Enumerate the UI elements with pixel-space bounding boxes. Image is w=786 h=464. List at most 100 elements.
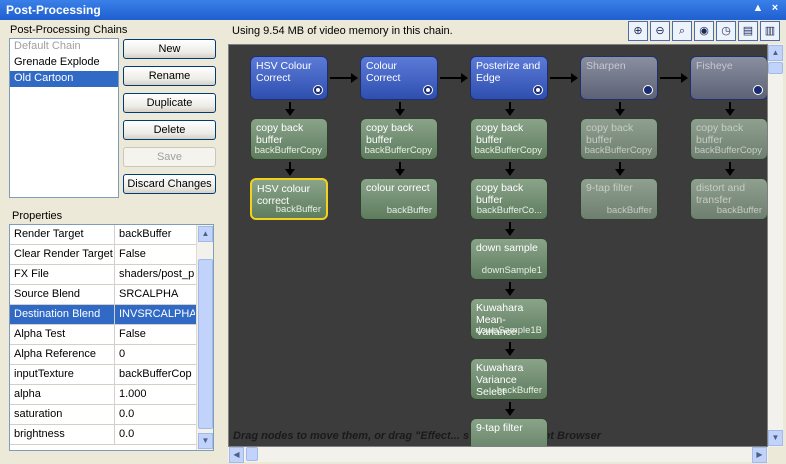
effect-node[interactable]: HSV Colour Correct (250, 56, 328, 100)
pass-node-label: distort and transfer (696, 182, 746, 206)
scroll-right-icon[interactable]: ▶ (752, 447, 767, 463)
discard-changes-button[interactable]: Discard Changes (123, 174, 216, 194)
property-value[interactable]: INVSRCALPHA (119, 308, 195, 320)
duplicate-chain-button[interactable]: Duplicate (123, 93, 216, 113)
scroll-up-icon[interactable]: ▲ (768, 45, 783, 61)
effect-node[interactable]: Colour Correct (360, 56, 438, 100)
property-value[interactable]: False (119, 248, 146, 260)
scroll-thumb[interactable] (246, 447, 258, 461)
effect-node[interactable]: Fisheye (690, 56, 767, 100)
effect-node-label: Posterize and Edge (476, 60, 541, 84)
scroll-thumb[interactable] (198, 259, 213, 429)
property-value[interactable]: backBufferCop (119, 368, 192, 380)
property-row[interactable]: Alpha Test False (10, 325, 213, 345)
chain-item[interactable]: Grenade Explode (14, 56, 100, 68)
graph-toolbar: ⊕ ⊖ ⌕ ◉ ◷ ▤ ▥ (628, 21, 780, 41)
flow-arrow (285, 102, 295, 116)
graph-canvas[interactable]: Drag nodes to move them, or drag "Effect… (228, 44, 768, 447)
scroll-up-icon[interactable]: ▲ (198, 226, 213, 242)
clock-icon[interactable]: ◷ (716, 21, 736, 41)
scroll-left-icon[interactable]: ◀ (229, 447, 244, 463)
flow-arrow (505, 282, 515, 296)
delete-chain-button[interactable]: Delete (123, 120, 216, 140)
property-value[interactable]: 0.0 (119, 428, 135, 440)
property-value[interactable]: 0 (119, 348, 126, 360)
property-row[interactable]: alpha 1.000 (10, 385, 213, 405)
panel-icon[interactable]: ▤ (738, 21, 758, 41)
zoom-fit-icon[interactable]: ⌕ (672, 21, 692, 41)
scroll-down-icon[interactable]: ▼ (198, 433, 213, 449)
close-icon[interactable]: × (771, 2, 779, 14)
property-name: Source Blend (10, 285, 115, 304)
enable-radio[interactable] (533, 85, 543, 95)
rename-chain-button[interactable]: Rename (123, 66, 216, 86)
pass-node-label: 9-tap filter (586, 182, 633, 194)
pass-node-target: backBuffer (716, 205, 762, 216)
collapse-icon[interactable]: ▲ (752, 2, 764, 14)
enable-radio[interactable] (423, 85, 433, 95)
view-icon[interactable]: ◉ (694, 21, 714, 41)
enable-radio[interactable] (313, 85, 323, 95)
save-chain-button[interactable]: Save (123, 147, 216, 167)
property-name: inputTexture (10, 365, 115, 384)
property-name: alpha (10, 385, 115, 404)
property-name: Alpha Test (10, 325, 115, 344)
property-value[interactable]: 1.000 (119, 388, 147, 400)
flow-arrow (725, 102, 735, 116)
new-chain-button[interactable]: New (123, 39, 216, 59)
property-value[interactable]: shaders/post_p (119, 268, 195, 280)
pass-node[interactable]: 9-tap filter (470, 418, 548, 446)
property-name: Alpha Reference (10, 345, 115, 364)
enable-radio[interactable] (643, 85, 653, 95)
chain-item[interactable]: Default Chain (14, 40, 81, 52)
property-row[interactable]: Alpha Reference 0 (10, 345, 213, 365)
zoom-out-icon[interactable]: ⊖ (650, 21, 670, 41)
graph-horizontal-scrollbar[interactable]: ◀ ▶ (228, 447, 768, 463)
delete-icon[interactable]: ▥ (760, 21, 780, 41)
property-value[interactable]: False (119, 328, 146, 340)
flow-arrow (615, 102, 625, 116)
property-value[interactable]: 0.0 (119, 408, 135, 420)
scroll-thumb[interactable] (768, 62, 783, 74)
effect-node[interactable]: Posterize and Edge (470, 56, 548, 100)
properties-scrollbar[interactable]: ▲ ▼ (196, 225, 213, 450)
pass-node-target: backBufferCopy (474, 145, 542, 156)
property-value[interactable]: backBuffer (119, 228, 172, 240)
enable-radio[interactable] (753, 85, 763, 95)
flow-arrow (440, 73, 468, 83)
effect-node-label: HSV Colour Correct (256, 60, 312, 84)
graph-vertical-scrollbar[interactable]: ▲ ▼ (768, 44, 783, 447)
effect-node[interactable]: Sharpen (580, 56, 658, 100)
pass-node-target: downSample1B (475, 325, 542, 336)
chain-item[interactable]: Old Cartoon (10, 71, 118, 87)
panel-splitter[interactable] (222, 20, 226, 464)
property-row[interactable]: inputTexture backBufferCop (10, 365, 213, 385)
scroll-down-icon[interactable]: ▼ (768, 430, 783, 446)
pass-node-label: HSV colour correct (257, 183, 311, 207)
window-controls: ▲ × (751, 2, 782, 14)
zoom-in-icon[interactable]: ⊕ (628, 21, 648, 41)
property-row[interactable]: Source Blend SRCALPHA (10, 285, 213, 305)
property-value[interactable]: SRCALPHA (119, 288, 179, 300)
